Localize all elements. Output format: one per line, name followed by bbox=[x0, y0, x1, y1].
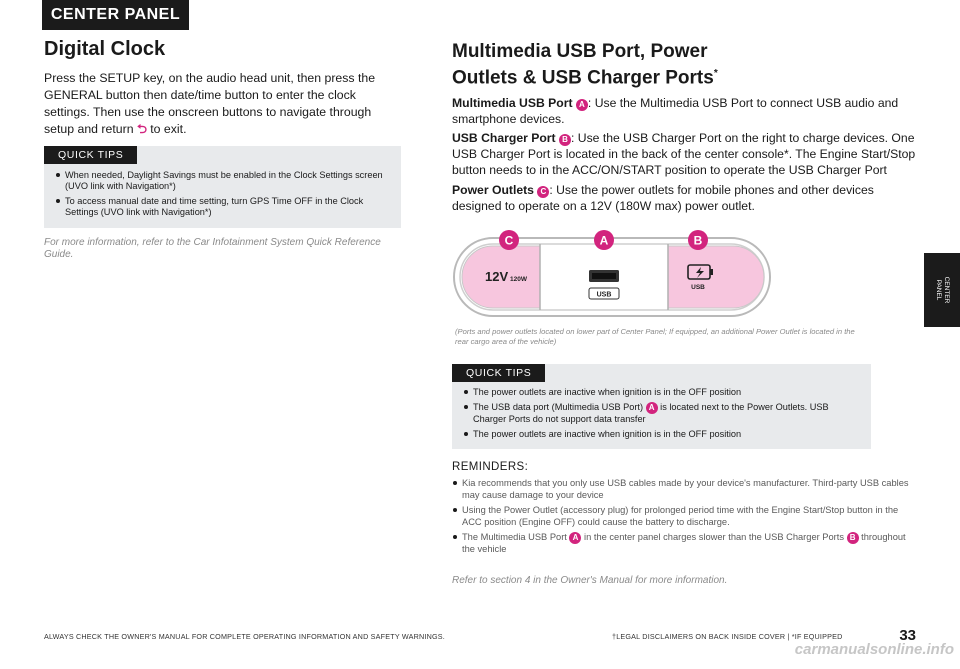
usb-charger-port-label: USB bbox=[691, 284, 705, 291]
usb-charger-paragraph: USB Charger Port B: Use the USB Charger … bbox=[452, 130, 922, 178]
title-line-2: Outlets & USB Charger Ports bbox=[452, 67, 714, 89]
digital-clock-body: Press the SETUP key, on the audio head u… bbox=[44, 70, 389, 138]
callout-a: A bbox=[600, 234, 609, 248]
clock-quick-tips: QUICK TIPS When needed, Daylight Savings… bbox=[44, 146, 401, 228]
watermark: carmanualsonline.info bbox=[794, 641, 954, 658]
reminder-text: The Multimedia USB Port bbox=[462, 532, 570, 542]
usb-data-port-label: USB bbox=[597, 292, 612, 299]
page-number: 33 bbox=[899, 627, 916, 644]
list-item: When needed, Daylight Savings must be en… bbox=[56, 170, 394, 192]
badge-a: A bbox=[569, 532, 582, 544]
footer-disclaimer: †LEGAL DISCLAIMERS ON BACK INSIDE COVER … bbox=[612, 632, 843, 641]
usb-charger-text: : Use the USB Charger Port on the right … bbox=[452, 131, 916, 177]
quick-tips-label: QUICK TIPS bbox=[44, 146, 138, 164]
digital-clock-title: Digital Clock bbox=[44, 38, 166, 60]
quick-tips-label: QUICK TIPS bbox=[452, 364, 546, 382]
clock-tips-list: When needed, Daylight Savings must be en… bbox=[56, 170, 394, 222]
usb-charger-label: USB Charger Port bbox=[452, 131, 556, 145]
power-outlet-voltage: 12V bbox=[485, 269, 508, 284]
clock-instructions: Press the SETUP key, on the audio head u… bbox=[44, 71, 376, 136]
reminder-text-mid: in the center panel charges slower than … bbox=[581, 532, 847, 542]
callout-b: B bbox=[694, 234, 703, 248]
illustration-caption: (Ports and power outlets located on lowe… bbox=[455, 327, 855, 346]
multimedia-usb-label: Multimedia USB Port bbox=[452, 96, 573, 110]
usb-section-title: Multimedia USB Port, Power Outlets & USB… bbox=[452, 41, 852, 89]
owners-manual-note: Refer to section 4 in the Owner's Manual… bbox=[452, 575, 728, 586]
list-item: The USB data port (Multimedia USB Port) … bbox=[464, 402, 864, 425]
clock-instructions-end: to exit. bbox=[146, 122, 187, 136]
multimedia-usb-text: : Use the Multimedia USB Port to connect… bbox=[452, 96, 899, 126]
title-sup: * bbox=[713, 68, 718, 79]
badge-b: B bbox=[559, 134, 572, 146]
footer-warning: ALWAYS CHECK THE OWNER'S MANUAL FOR COMP… bbox=[44, 632, 445, 641]
title-line-1: Multimedia USB Port, Power bbox=[452, 41, 708, 62]
badge-a: A bbox=[645, 402, 658, 414]
power-outlets-paragraph: Power Outlets C: Use the power outlets f… bbox=[452, 182, 922, 214]
list-item: The power outlets are inactive when igni… bbox=[464, 387, 864, 398]
list-item: The power outlets are inactive when igni… bbox=[464, 429, 864, 440]
power-outlet-wattage: 120W bbox=[510, 276, 528, 283]
badge-c: C bbox=[537, 186, 550, 198]
list-item: To access manual date and time setting, … bbox=[56, 196, 394, 218]
usb-quick-tips: QUICK TIPS The power outlets are inactiv… bbox=[452, 364, 871, 449]
reference-note: For more information, refer to the Car I… bbox=[44, 237, 381, 260]
multimedia-usb-paragraph: Multimedia USB Port A: Use the Multimedi… bbox=[452, 95, 922, 127]
badge-b: B bbox=[846, 532, 859, 544]
badge-a: A bbox=[575, 99, 588, 111]
power-outlets-text: : Use the power outlets for mobile phone… bbox=[452, 183, 874, 213]
reminders-heading: REMINDERS: bbox=[452, 461, 529, 473]
list-item: Kia recommends that you only use USB cab… bbox=[452, 478, 912, 501]
center-panel-illustration: USB USB 12V 120W C A B bbox=[453, 230, 771, 317]
section-tab: CENTER PANEL bbox=[42, 0, 189, 30]
usb-tips-list: The power outlets are inactive when igni… bbox=[464, 387, 864, 444]
list-item: The Multimedia USB Port A in the center … bbox=[452, 532, 912, 556]
list-item: Using the Power Outlet (accessory plug) … bbox=[452, 505, 912, 528]
tip-text-end: is located next to the Power Outlets. US… bbox=[473, 402, 829, 424]
side-section-tab: CENTER PANEL bbox=[924, 253, 960, 327]
power-outlets-label: Power Outlets bbox=[452, 183, 534, 197]
reminders-list: Kia recommends that you only use USB cab… bbox=[452, 478, 912, 560]
callout-c: C bbox=[505, 234, 514, 248]
side-tab-label: CENTER PANEL bbox=[935, 276, 950, 304]
tip-text: The USB data port (Multimedia USB Port) bbox=[473, 402, 646, 412]
reminder-text-end: throughout the vehicle bbox=[462, 532, 906, 554]
return-icon: ⮌ bbox=[136, 122, 147, 136]
